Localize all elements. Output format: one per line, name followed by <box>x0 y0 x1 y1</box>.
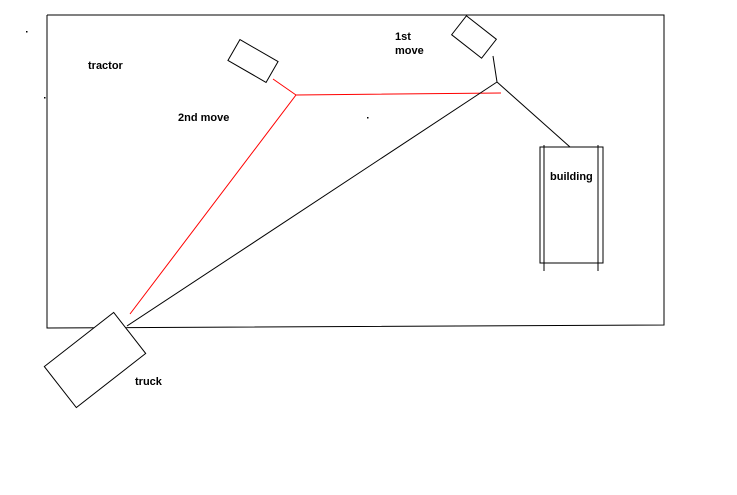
stray-dot <box>26 31 28 33</box>
stray-dot <box>367 117 369 119</box>
first-move-label-line2: move <box>395 45 424 57</box>
second-move-path <box>129 92 502 315</box>
truck-label: truck <box>135 376 163 388</box>
stray-dot <box>44 97 46 99</box>
building-label: building <box>550 171 593 183</box>
second-move-connector <box>272 78 297 96</box>
tractor-second-position <box>227 38 279 84</box>
field-boundary <box>46 14 665 329</box>
building-shape <box>539 145 604 271</box>
truck-shape <box>43 311 147 409</box>
truck-to-first-move-line <box>126 81 498 327</box>
first-move-connector <box>492 55 498 83</box>
first-move-to-building-line <box>496 81 571 148</box>
second-move-label: 2nd move <box>178 112 229 124</box>
first-move-label-line1: 1st <box>395 31 411 43</box>
tractor-first-position <box>450 15 498 59</box>
tractor-label: tractor <box>88 60 124 72</box>
